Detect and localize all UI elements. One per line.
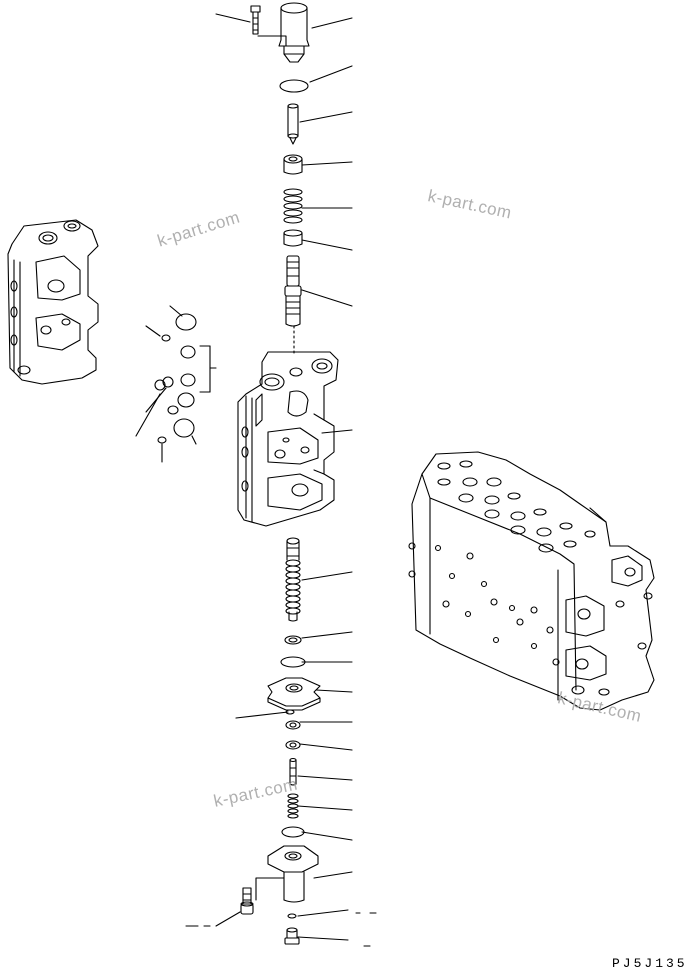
seal-ring-1 bbox=[284, 635, 302, 645]
washer-2 bbox=[285, 740, 301, 750]
flange-cover bbox=[267, 677, 321, 711]
washer-1 bbox=[285, 720, 301, 730]
leader-lines bbox=[185, 13, 377, 947]
small-o-ring bbox=[285, 709, 295, 715]
left-valve-body bbox=[7, 219, 99, 385]
spring-2 bbox=[287, 793, 299, 819]
pin-1 bbox=[287, 103, 299, 145]
upper-spool bbox=[284, 255, 302, 327]
pin-2 bbox=[289, 757, 297, 786]
spring-1 bbox=[283, 188, 303, 224]
main-valve-assembly bbox=[408, 451, 655, 711]
diagram-code: PJ5J135 bbox=[612, 956, 688, 971]
valve-section-body bbox=[237, 351, 339, 527]
o-ring-1 bbox=[279, 79, 309, 93]
lower-spool bbox=[285, 537, 301, 622]
o-ring-3 bbox=[281, 826, 305, 838]
top-bolt bbox=[250, 5, 261, 35]
retainer-1 bbox=[283, 229, 303, 247]
bottom-bolt bbox=[240, 887, 254, 915]
plug bbox=[284, 927, 300, 945]
o-ring-2 bbox=[280, 656, 306, 668]
cap-1 bbox=[283, 154, 303, 175]
small-o-ring-2 bbox=[287, 913, 297, 919]
bottom-housing bbox=[255, 845, 319, 903]
o-ring-set bbox=[135, 305, 217, 463]
top-housing bbox=[257, 2, 310, 63]
